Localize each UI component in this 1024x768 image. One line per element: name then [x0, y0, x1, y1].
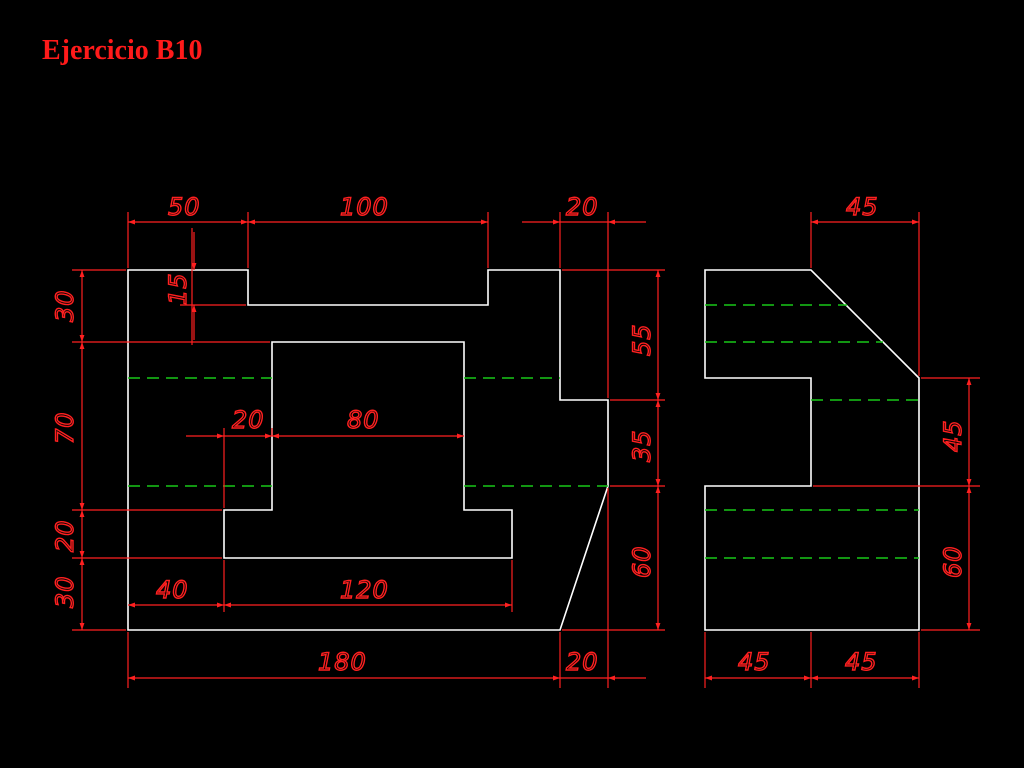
- side-view-outline: [704, 269, 920, 631]
- dim-side-right-60: 60: [939, 545, 967, 578]
- dim-right-35: 35: [628, 429, 656, 462]
- dim-bottom-120: 120: [340, 576, 389, 604]
- dim-left-30-top: 30: [51, 289, 79, 322]
- dim-left-30-bottom: 30: [51, 575, 79, 608]
- dim-inner-80: 80: [347, 406, 380, 434]
- dim-side-bottom-45-left: 45: [738, 648, 771, 676]
- dim-top-50: 50: [168, 193, 201, 221]
- dim-side-bottom-45-right: 45: [845, 648, 878, 676]
- dim-side-top-45: 45: [846, 193, 879, 221]
- side-view-hidden-lines: [705, 304, 919, 559]
- dim-left-20: 20: [51, 519, 79, 552]
- page-title: Ejercicio B10: [42, 35, 203, 66]
- dim-left-15: 15: [164, 272, 192, 305]
- dim-top-20: 20: [566, 193, 599, 221]
- dim-top-100: 100: [340, 193, 389, 221]
- dim-right-55: 55: [628, 323, 656, 356]
- dim-bottom-180: 180: [318, 648, 367, 676]
- dimension-lines: [79, 219, 972, 681]
- dim-left-70: 70: [51, 411, 79, 444]
- dimension-labels: 50 100 20 30 15 70 20 30 20 80 40 120 18…: [50, 192, 967, 676]
- dim-side-right-45: 45: [939, 419, 967, 452]
- front-view-outline: [127, 269, 609, 631]
- dim-inner-20: 20: [232, 406, 265, 434]
- dim-bottom-40: 40: [156, 576, 189, 604]
- front-view-hidden-lines: [128, 377, 608, 487]
- dim-right-60: 60: [628, 545, 656, 578]
- extension-lines: [72, 212, 980, 688]
- dim-bottom-20: 20: [566, 648, 599, 676]
